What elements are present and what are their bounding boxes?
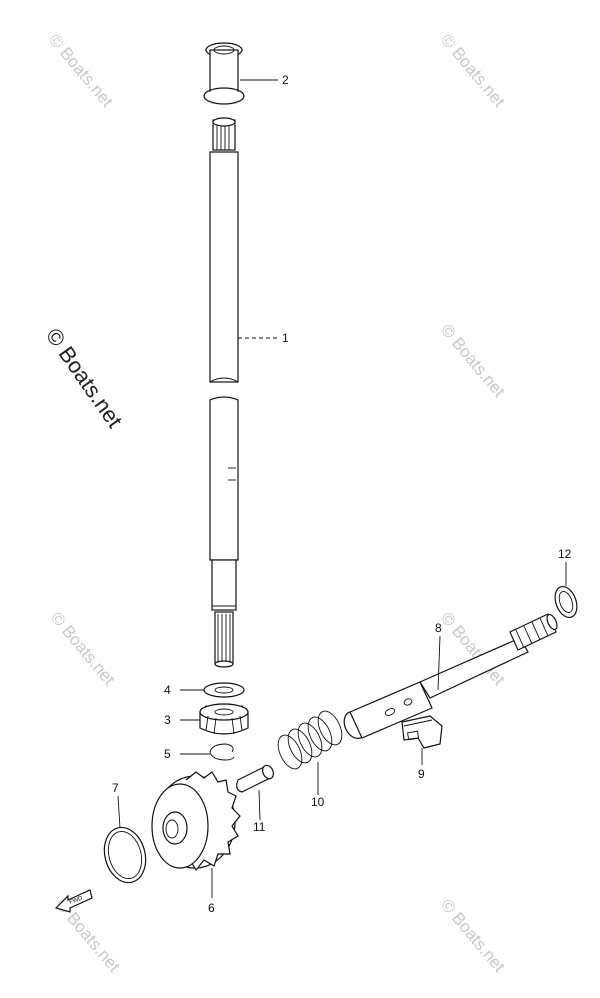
part-6-bevel-gear bbox=[151, 771, 241, 872]
part-1-drive-shaft bbox=[209, 117, 239, 668]
callout-3: 3 bbox=[164, 713, 171, 727]
part-12-washer bbox=[554, 585, 578, 619]
fwd-arrow: FWD bbox=[54, 889, 93, 913]
callout-6: 6 bbox=[208, 901, 215, 915]
watermark-top-left: © Boats.net bbox=[45, 30, 117, 111]
watermark-left-lower: © Boats.net bbox=[47, 608, 119, 689]
callout-10: 10 bbox=[311, 795, 325, 809]
part-5-circlip bbox=[209, 743, 235, 761]
part-11-pin bbox=[236, 764, 275, 793]
watermark-bottom-right: © Boats.net bbox=[437, 895, 509, 976]
callout-5: 5 bbox=[164, 747, 171, 761]
callout-4: 4 bbox=[164, 683, 171, 697]
callout-2: 2 bbox=[282, 73, 289, 87]
watermark-main: © Boats.net bbox=[41, 324, 128, 433]
part-2-bushing bbox=[203, 42, 245, 105]
callout-8: 8 bbox=[435, 621, 442, 635]
watermark-mid-right: © Boats.net bbox=[437, 320, 509, 401]
part-8-clutch-shaft bbox=[343, 613, 558, 739]
watermark-top-right: © Boats.net bbox=[437, 30, 509, 111]
part-4-washer bbox=[203, 682, 245, 698]
callout-labels: 1 2 3 4 5 6 7 8 9 10 11 12 bbox=[112, 73, 572, 915]
callout-7: 7 bbox=[112, 781, 119, 795]
callout-12: 12 bbox=[558, 547, 572, 561]
part-10-spring bbox=[277, 710, 343, 770]
callout-11: 11 bbox=[253, 820, 266, 834]
part-3-pinion-gear bbox=[199, 703, 249, 735]
fwd-label: FWD bbox=[69, 895, 85, 906]
callout-9: 9 bbox=[418, 767, 425, 781]
part-7-shim bbox=[103, 826, 147, 884]
callout-1: 1 bbox=[282, 331, 289, 345]
part-9-shift-cam bbox=[401, 715, 443, 749]
leader-lines bbox=[117, 79, 567, 898]
